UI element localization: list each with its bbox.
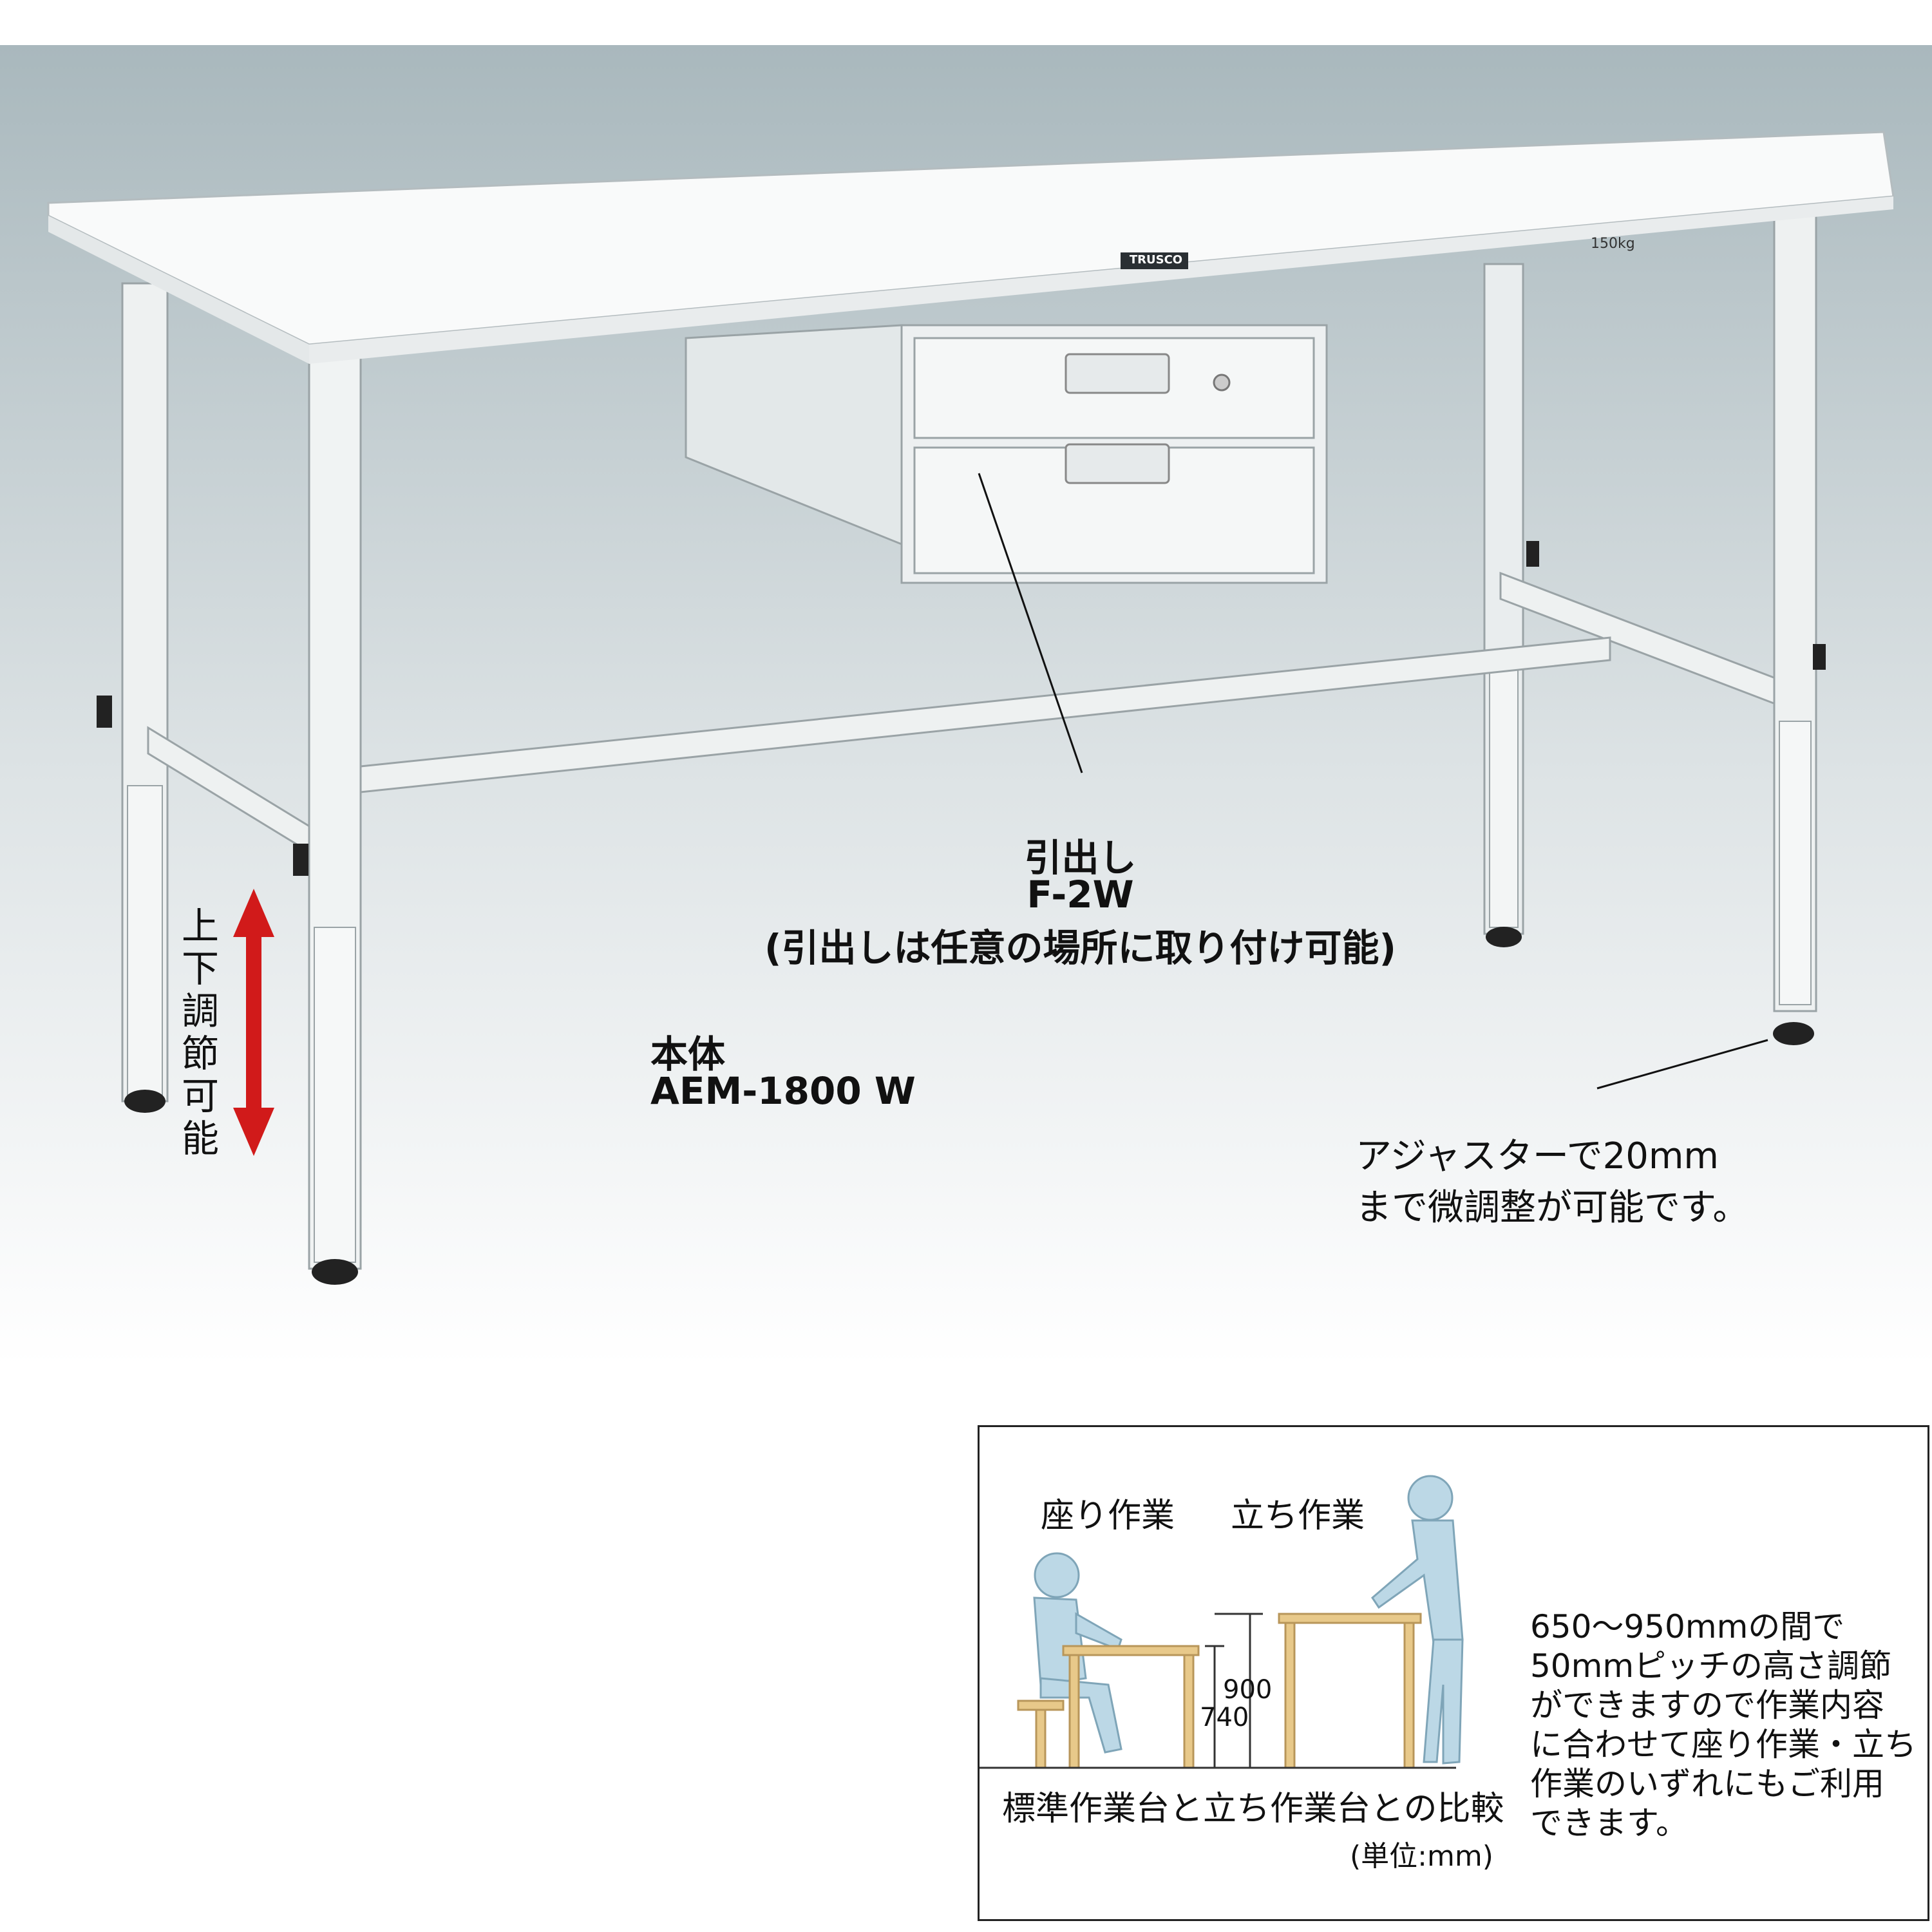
trusco-logo-plate	[1121, 252, 1188, 269]
sitting-work-label: 座り作業	[1041, 1497, 1175, 1535]
standing-work-label: 立ち作業	[1231, 1497, 1365, 1535]
load-capacity-label: 150kg	[1591, 236, 1635, 252]
unit-label: (単位:mm)	[1350, 1840, 1493, 1873]
standard-desk	[1062, 1645, 1200, 1769]
drawer-title: 引出し	[1024, 836, 1137, 880]
adjuster-callout-line	[1596, 1039, 1768, 1090]
front-left-leg	[97, 346, 362, 1285]
body-model: AEM-1800 W	[650, 1069, 916, 1113]
height-900-label: 900	[1223, 1675, 1273, 1705]
standing-desk	[1278, 1613, 1422, 1769]
back-left-leg	[121, 282, 169, 1113]
adjustment-description: 650～950mmの間で 50mmピッチの高さ調節 ができますので作業内容 に合…	[1530, 1608, 1917, 1842]
height-adjust-arrow	[233, 889, 274, 1156]
comparison-drawing	[980, 1475, 1464, 1769]
drawer-callout-line	[978, 473, 1083, 773]
drawer-note: (引出しは任意の場所に取り付け可能)	[764, 926, 1397, 970]
body-title: 本体	[650, 1032, 726, 1076]
height-comparison-inset: 座り作業 立ち作業 900 740 標準作業台と立ち作業台との比較 (単位:mm…	[978, 1425, 1929, 1921]
standing-figure	[1371, 1475, 1464, 1765]
brand-logo-text: TRUSCO	[1129, 253, 1183, 267]
drawer-unit	[685, 324, 1328, 584]
adjuster-note-line2: まで微調整が可能です。	[1356, 1187, 1749, 1229]
vertical-adjust-label: 上 下 調 節 可 能	[181, 904, 219, 1160]
product-illustration: TRUSCO 150kg 引出し F-2W (引出しは任意の場所に取り付け可能)…	[0, 45, 1932, 1365]
front-right-leg	[1526, 211, 1826, 1045]
dimension-lines	[1205, 1613, 1263, 1768]
height-740-label: 740	[1200, 1703, 1249, 1732]
comparison-caption: 標準作業台と立ち作業台との比較	[1002, 1790, 1504, 1828]
adjuster-note-line1: アジャスターで20mm	[1356, 1135, 1719, 1177]
work-table-drawing	[0, 45, 1932, 1365]
stool	[1017, 1700, 1065, 1769]
table-top	[47, 131, 1895, 364]
drawer-model: F-2W	[1027, 873, 1134, 916]
